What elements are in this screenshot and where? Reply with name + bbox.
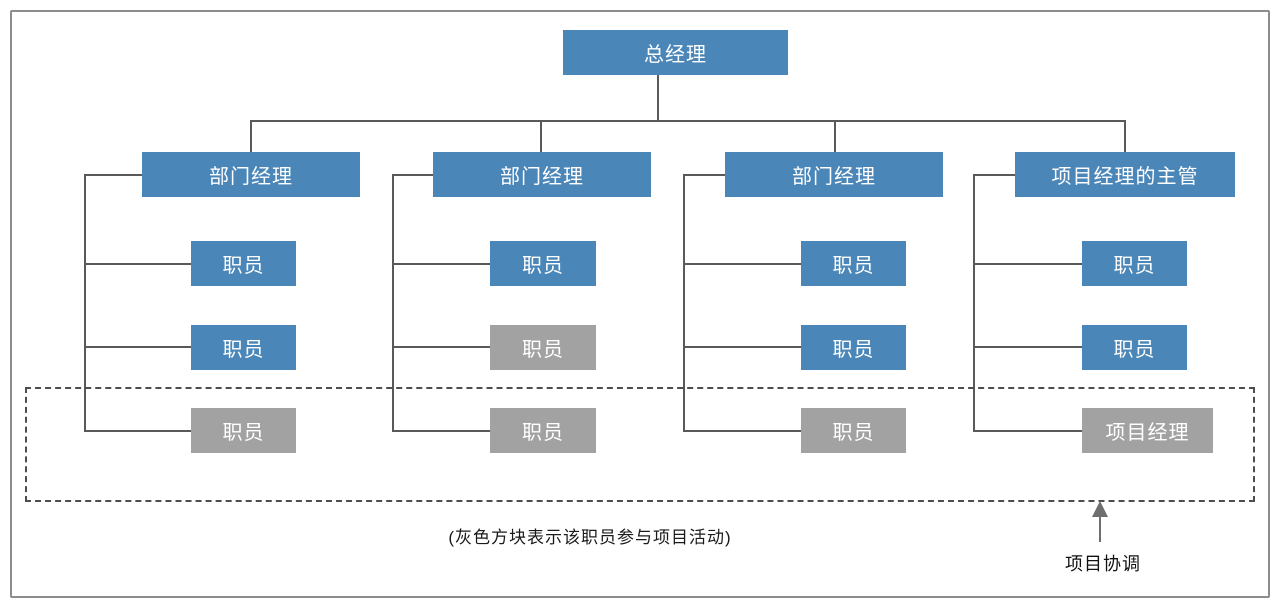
project-scope-dashed-box	[25, 387, 1255, 502]
connector-staff-stub	[683, 263, 801, 265]
connector-staff-stub	[392, 430, 490, 432]
connector-spine-1	[84, 174, 86, 432]
connector-staff-stub	[973, 263, 1082, 265]
node-general-manager: 总经理	[563, 30, 788, 75]
connector-branch-link-3	[683, 174, 725, 176]
node-staff-2-2: 职员	[490, 325, 596, 370]
outer-frame	[10, 10, 1270, 598]
gray-block-caption: (灰色方块表示该职员参与项目活动)	[448, 528, 732, 547]
connector-staff-stub	[683, 346, 801, 348]
connector-root-drop	[657, 75, 659, 120]
node-project-supervisor: 项目经理的主管	[1015, 152, 1235, 197]
arrow-up-icon	[1092, 501, 1108, 517]
node-staff-1-2: 职员	[191, 325, 296, 370]
connector-staff-stub	[84, 346, 191, 348]
connector-staff-stub	[84, 430, 191, 432]
node-staff-4-2: 职员	[1082, 325, 1187, 370]
connector-staff-stub	[683, 430, 801, 432]
connector-spine-3	[683, 174, 685, 432]
connector-staff-stub	[84, 263, 191, 265]
node-staff-3-2: 职员	[801, 325, 906, 370]
connector-staff-stub	[973, 430, 1082, 432]
connector-stub-col1	[250, 120, 252, 153]
connector-staff-stub	[392, 346, 490, 348]
connector-stub-col4	[1124, 120, 1126, 153]
connector-branch-link-4	[973, 174, 1015, 176]
connector-branch-link-1	[84, 174, 142, 176]
node-staff-3-3: 职员	[801, 408, 906, 453]
node-staff-4-1: 职员	[1082, 241, 1187, 286]
connector-staff-stub	[973, 346, 1082, 348]
coordination-arrow-shaft	[1099, 516, 1101, 542]
node-project-manager: 项目经理	[1082, 408, 1213, 453]
connector-stub-col2	[540, 120, 542, 153]
node-staff-2-1: 职员	[490, 241, 596, 286]
node-dept-manager-2: 部门经理	[433, 152, 651, 197]
coordination-label: 项目协调	[1065, 554, 1141, 574]
node-dept-manager-1: 部门经理	[142, 152, 360, 197]
connector-spine-4	[973, 174, 975, 432]
connector-top-horizontal	[250, 120, 1126, 122]
node-staff-1-1: 职员	[191, 241, 296, 286]
connector-branch-link-2	[392, 174, 433, 176]
node-staff-3-1: 职员	[801, 241, 906, 286]
node-staff-2-3: 职员	[490, 408, 596, 453]
node-staff-1-3: 职员	[191, 408, 296, 453]
connector-staff-stub	[392, 263, 490, 265]
connector-stub-col3	[834, 120, 836, 153]
node-dept-manager-3: 部门经理	[725, 152, 943, 197]
connector-spine-2	[392, 174, 394, 432]
